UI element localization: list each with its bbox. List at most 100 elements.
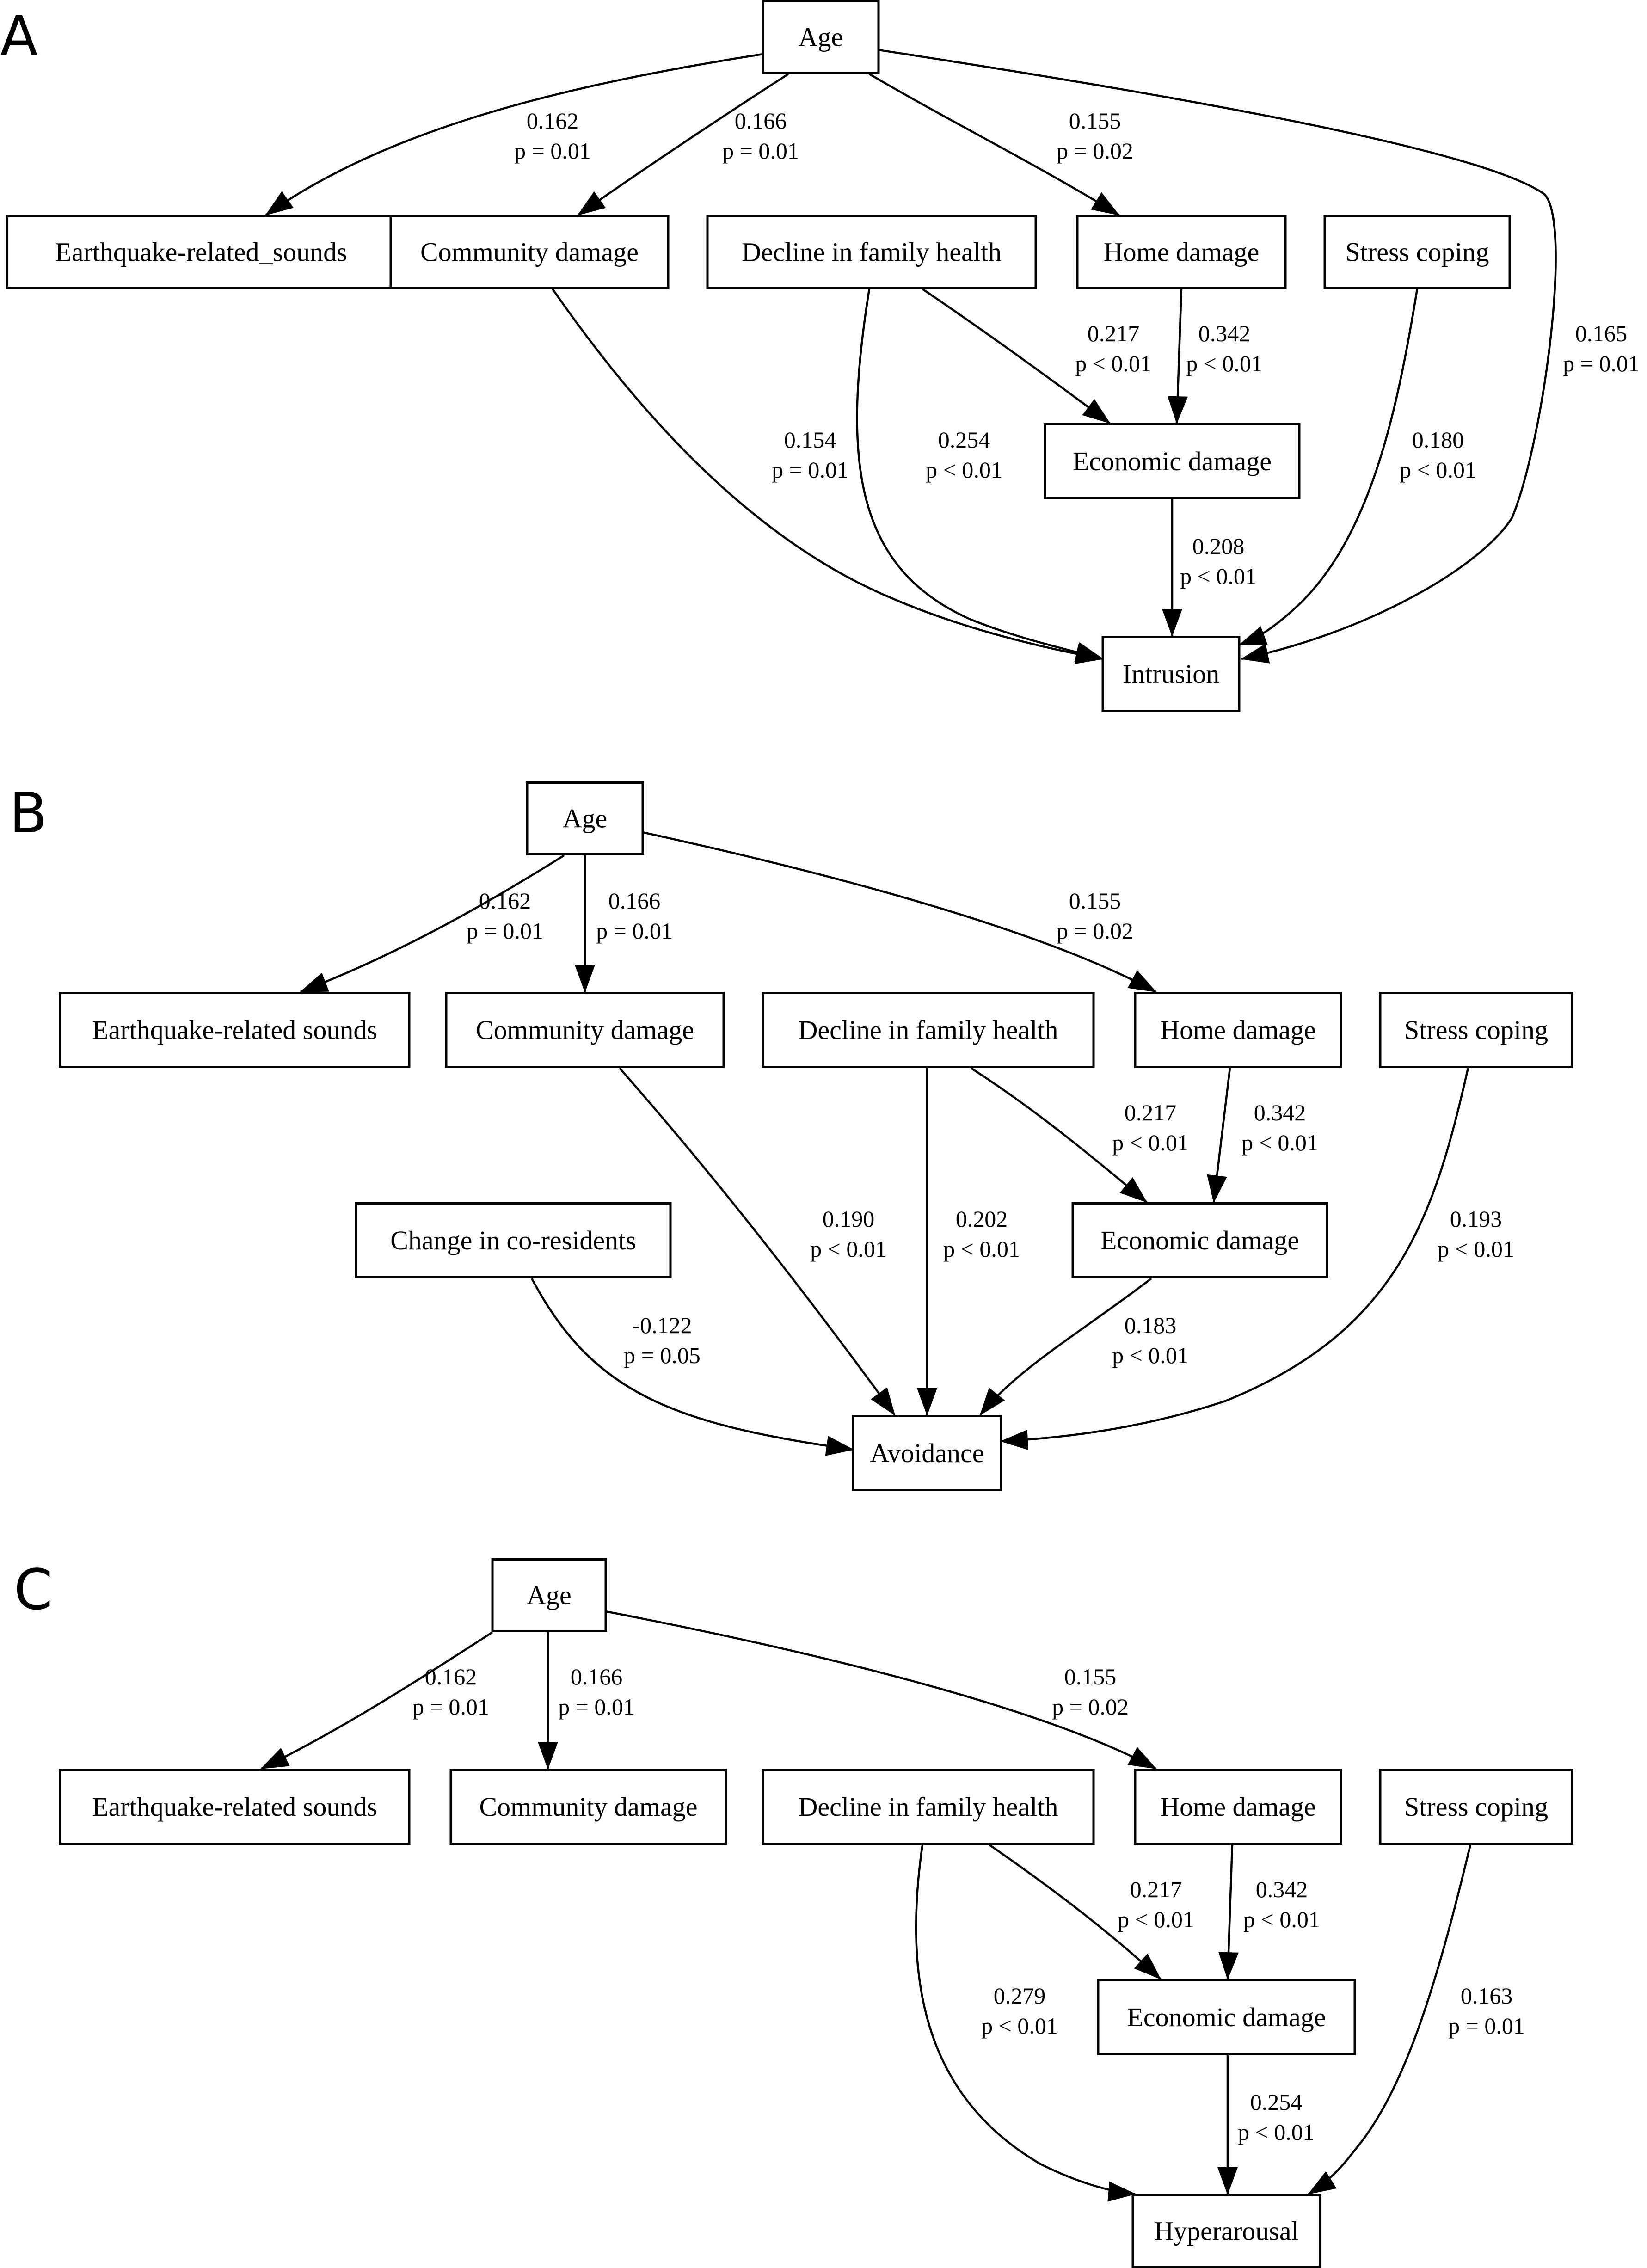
- edge-arrow: [1168, 289, 1188, 424]
- edge-coefficient: 0.162: [479, 888, 531, 914]
- node-box: [1134, 1769, 1342, 1845]
- edge-p-value: p < 0.01: [943, 1236, 1020, 1262]
- node-label: Earthquake-related sounds: [92, 1015, 377, 1045]
- edge-arrow: [856, 289, 1104, 662]
- edge-coefficient: 0.162: [425, 1664, 477, 1690]
- edge-p-value: p < 0.01: [1180, 563, 1257, 589]
- edge-arrow: [619, 1067, 896, 1416]
- panel-letter: B: [9, 781, 47, 846]
- edge-home-to-economic: 0.342 p < 0.01: [1207, 1068, 1318, 1203]
- node-box: [1134, 992, 1342, 1068]
- node-sounds: Earthquake-related sounds: [59, 1769, 411, 1845]
- edge-p-value: p < 0.01: [1438, 1236, 1514, 1262]
- edge-p-value: p < 0.01: [1243, 1906, 1320, 1932]
- edge-p-value: p < 0.01: [1186, 350, 1263, 376]
- node-label: Economic damage: [1127, 2002, 1326, 2032]
- edge-coefficient: 0.162: [527, 108, 579, 134]
- edge-coefficient: 0.155: [1069, 108, 1121, 134]
- edge-arrow: [868, 73, 1120, 216]
- edge-home-to-economic: 0.342 p < 0.01: [1168, 289, 1263, 424]
- edge-arrow: [552, 288, 1104, 664]
- edge-p-value: p = 0.01: [514, 138, 591, 164]
- edge-age-to-sounds: 0.162 p = 0.01: [265, 53, 763, 216]
- edge-p-value: p = 0.01: [412, 1694, 489, 1720]
- edge-arrow: [878, 49, 1557, 664]
- node-community: Community damage: [445, 992, 725, 1068]
- edge-p-value: p < 0.01: [1241, 1130, 1318, 1156]
- node-label: Intrusion: [1123, 659, 1219, 689]
- edge-coefficient: 0.166: [571, 1664, 623, 1690]
- edge-arrow: [1218, 1844, 1239, 1980]
- edge-p-value: p = 0.01: [1448, 2013, 1525, 2039]
- node-label: Home damage: [1104, 237, 1260, 267]
- edge-coefficient: 0.165: [1575, 320, 1628, 346]
- edge-coefficient: 0.183: [1125, 1312, 1177, 1338]
- node-box: [449, 1769, 727, 1845]
- node-outcome: Avoidance: [852, 1415, 1002, 1491]
- edge-coefficient: 0.217: [1088, 320, 1140, 346]
- edge-p-value: p < 0.01: [1112, 1342, 1189, 1368]
- edge-p-value: p = 0.01: [558, 1694, 635, 1720]
- node-label: Earthquake-related_sounds: [55, 237, 347, 267]
- edge-coefficient: 0.208: [1192, 533, 1245, 559]
- edge-p-value: p = 0.01: [596, 918, 673, 944]
- edge-arrow: [1238, 289, 1419, 646]
- node-home: Home damage: [1134, 1769, 1342, 1845]
- edge-coefficient: 0.254: [1250, 2089, 1303, 2115]
- node-economic: Economic damage: [1071, 1202, 1328, 1278]
- node-health: Decline in family health: [762, 1769, 1095, 1845]
- node-label: Age: [527, 1580, 572, 1610]
- edge-p-value: p < 0.01: [1118, 1906, 1194, 1932]
- node-box: [762, 1769, 1095, 1845]
- node-box: [526, 781, 644, 855]
- node-community: Community damage: [449, 1769, 727, 1845]
- node-box: [1379, 992, 1573, 1068]
- node-label: Decline in family health: [798, 1792, 1058, 1822]
- node-box: [445, 992, 725, 1068]
- edge-p-value: p = 0.01: [467, 918, 543, 944]
- node-box: [491, 1558, 607, 1632]
- edge-coefficient: 0.155: [1064, 1664, 1117, 1690]
- node-home: Home damage: [1076, 215, 1287, 289]
- panel-letter: C: [14, 1558, 53, 1623]
- edge-coefficient: 0.155: [1069, 888, 1121, 914]
- edge-arrow: [531, 1278, 854, 1456]
- node-label: Decline in family health: [742, 237, 1002, 267]
- edge-arrow: [260, 1631, 493, 1770]
- node-label: Home damage: [1160, 1792, 1316, 1822]
- edge-economic-to-outcome: 0.208 p < 0.01: [1162, 499, 1257, 637]
- edge-arrow: [605, 1610, 1157, 1770]
- node-box: [852, 1415, 1002, 1491]
- edge-p-value: p < 0.01: [926, 457, 1002, 483]
- edge-coefficient: 0.193: [1450, 1206, 1502, 1232]
- node-health: Decline in family health: [762, 992, 1095, 1068]
- edge-arrow: [1308, 1844, 1472, 2195]
- node-economic: Economic damage: [1097, 1979, 1356, 2055]
- edge-p-value: p = 0.01: [772, 457, 848, 483]
- node-outcome: Hyperarousal: [1131, 2194, 1321, 2268]
- node-box: [59, 992, 411, 1068]
- node-coresidents: Change in co-residents: [355, 1202, 672, 1278]
- edge-coefficient: 0.342: [1254, 1100, 1306, 1125]
- edge-age-to-home: 0.155 p = 0.02: [868, 73, 1133, 216]
- node-label: Change in co-residents: [390, 1225, 636, 1255]
- edge-coefficient: 0.180: [1412, 427, 1464, 453]
- node-economic: Economic damage: [1044, 423, 1301, 499]
- edge-p-value: p = 0.02: [1057, 138, 1133, 164]
- edge-coefficient: 0.202: [956, 1206, 1008, 1232]
- edge-coefficient: 0.342: [1198, 320, 1251, 346]
- node-outcome: Intrusion: [1101, 636, 1241, 712]
- edge-arrow: [265, 53, 763, 216]
- node-stress: Stress coping: [1379, 992, 1573, 1068]
